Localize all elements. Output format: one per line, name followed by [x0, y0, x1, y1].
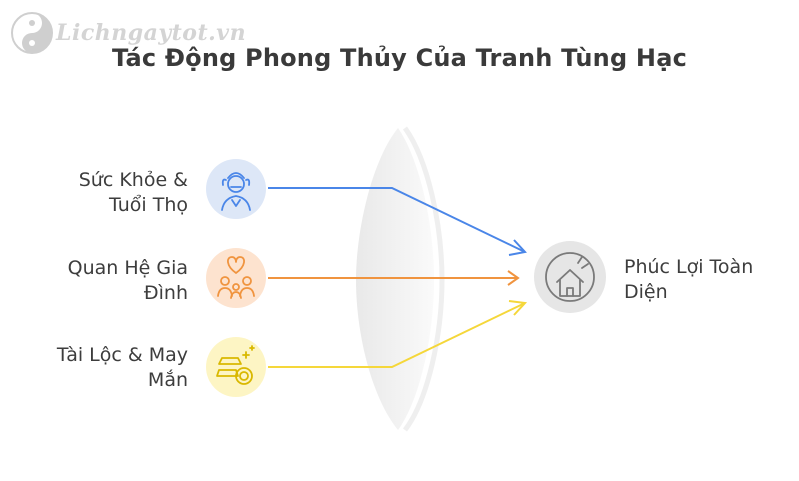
gold-coins-icon [206, 337, 266, 397]
input-label-family: Quan Hệ Gia Đình [8, 256, 188, 306]
input-label-family-line1: Quan Hệ Gia [67, 257, 188, 279]
output-label-line1: Phúc Lợi Toàn [624, 256, 754, 278]
watermark-text: Lichngaytot.vn [56, 20, 247, 46]
yin-yang-icon [11, 12, 53, 54]
connector-wealth [268, 302, 526, 368]
input-label-health-line2: Tuổi Thọ [109, 194, 188, 216]
input-label-family-line2: Đình [143, 282, 188, 304]
house-heart-icon [534, 241, 606, 313]
arrowhead-family [507, 270, 520, 286]
input-label-health: Sức Khỏe & Tuổi Thọ [8, 168, 188, 218]
connector-group [268, 187, 528, 368]
family-heart-icon [206, 248, 266, 308]
output-label: Phúc Lợi Toàn Diện [624, 255, 799, 305]
input-label-wealth-line2: Mắn [147, 369, 188, 391]
input-label-health-line1: Sức Khỏe & [78, 169, 188, 191]
output-label-line2: Diện [624, 281, 668, 303]
input-label-wealth-line1: Tài Lộc & May [56, 344, 188, 366]
arrowhead-health [508, 239, 527, 256]
arrowhead-wealth [508, 300, 528, 316]
elderly-person-icon [206, 159, 266, 219]
input-label-wealth: Tài Lộc & May Mắn [8, 343, 188, 393]
diagram-title: Tác Động Phong Thủy Của Tranh Tùng Hạc [111, 44, 688, 72]
connector-health [268, 187, 526, 253]
watermark: Lichngaytot.vn [10, 8, 246, 58]
